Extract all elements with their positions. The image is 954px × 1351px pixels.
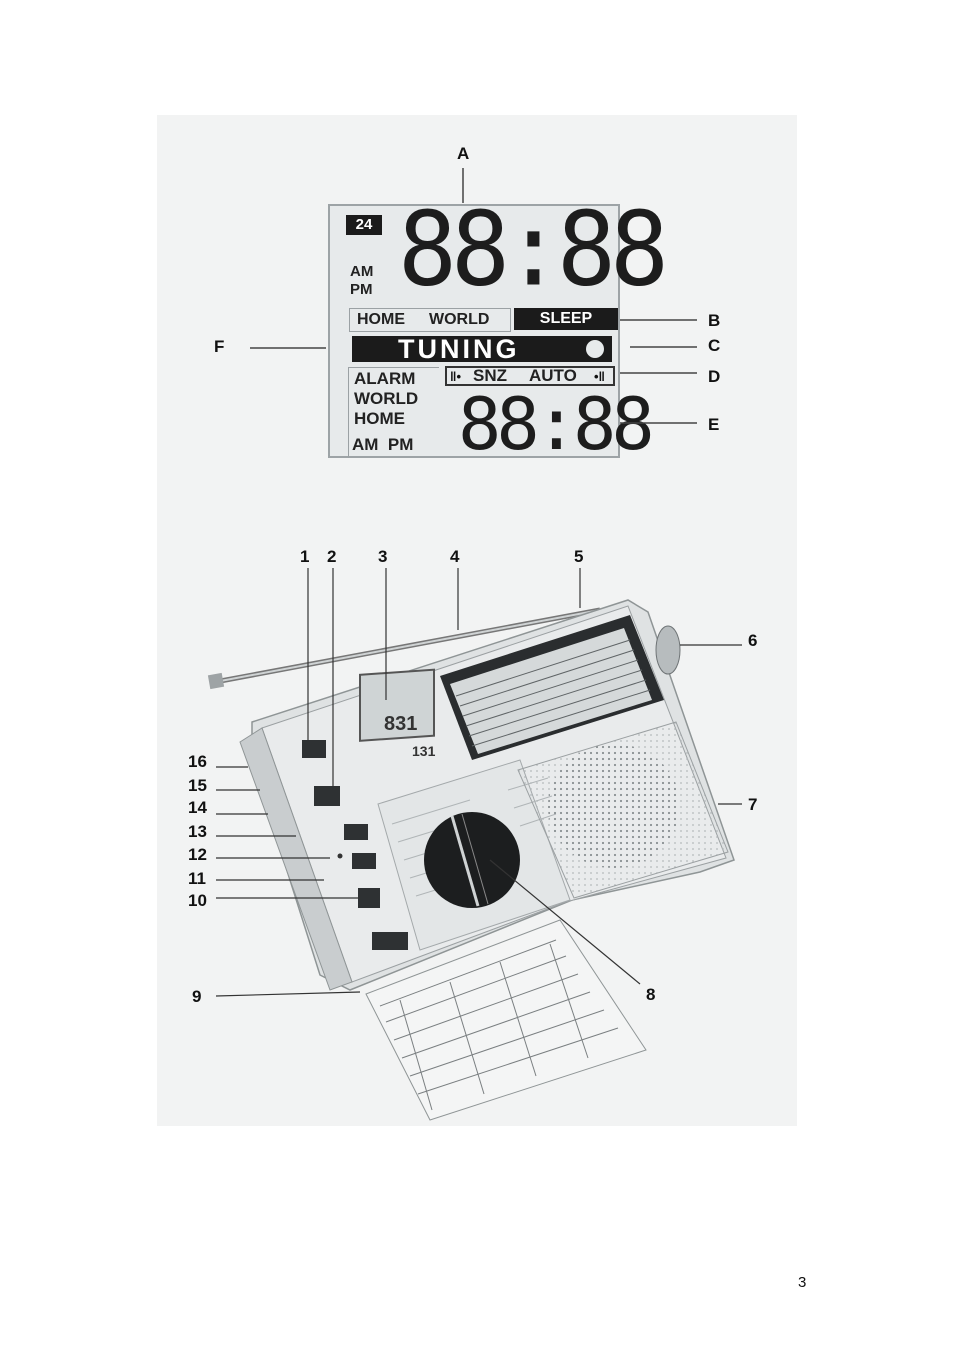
- snz-indicator: SNZ: [473, 366, 507, 385]
- home-indicator: HOME: [357, 311, 405, 328]
- page-number: 3: [798, 1274, 807, 1291]
- mini-lcd-bottom: 131: [412, 743, 436, 759]
- callout-4: 4: [450, 547, 460, 566]
- world-indicator: WORLD: [429, 311, 490, 328]
- alarm-list-box: [348, 367, 439, 458]
- button-1: [302, 740, 326, 758]
- callout-C: C: [708, 336, 721, 355]
- tuning-dial: [424, 812, 520, 908]
- callout-B: B: [708, 311, 721, 330]
- frequency-card: [365, 919, 647, 1121]
- radio-left-side: [239, 727, 353, 991]
- callout-A: A: [457, 144, 470, 163]
- callout-5: 5: [574, 547, 584, 566]
- home-world-box: [349, 308, 511, 332]
- alarm-indicator: ALARM: [354, 369, 416, 388]
- pm-indicator: PM: [350, 281, 373, 298]
- callout-1: 1: [300, 547, 310, 566]
- tuning-bar: [352, 336, 612, 362]
- main-time-digits: 88:88: [398, 190, 669, 310]
- tuning-indicator: TUNING: [398, 334, 520, 364]
- callout-16: 16: [188, 752, 207, 771]
- auto-indicator: AUTO: [529, 366, 577, 385]
- callout-E: E: [708, 415, 720, 434]
- snz-auto-box: [445, 366, 615, 386]
- button-bottom: [372, 932, 408, 950]
- home-list-indicator: HOME: [354, 409, 405, 428]
- callout-11: 11: [188, 869, 206, 888]
- callout-D: D: [708, 367, 721, 386]
- callout-F: F: [214, 337, 225, 356]
- callout-12: 12: [188, 845, 207, 864]
- antenna: [207, 607, 601, 690]
- mini-lcd-top: 831: [384, 713, 417, 735]
- callout-9: 9: [192, 987, 202, 1006]
- button-13: [344, 824, 368, 840]
- callout-14: 14: [188, 798, 207, 817]
- world-list-indicator: WORLD: [354, 389, 419, 408]
- sleep-indicator: SLEEP: [514, 308, 618, 330]
- am-indicator: AM: [350, 263, 374, 280]
- button-2: [314, 786, 340, 806]
- radio-mini-lcd: [359, 668, 435, 742]
- button-10: [358, 888, 380, 908]
- 24-hour-badge: 24: [346, 215, 382, 235]
- callout-13: 13: [188, 822, 207, 841]
- callout-15: 15: [188, 776, 207, 795]
- button-12: [352, 853, 376, 869]
- sub-time-digits: 88:88: [458, 382, 655, 466]
- callout-10: 10: [188, 891, 207, 910]
- side-knob: [655, 625, 681, 675]
- volume-high-icon: •‖: [594, 369, 606, 384]
- am-pm-bottom-indicator: AM PM: [352, 435, 414, 454]
- callout-2: 2: [327, 547, 337, 566]
- callout-6: 6: [748, 631, 758, 650]
- callout-8: 8: [646, 985, 656, 1004]
- callout-3: 3: [378, 547, 388, 566]
- lcd-display-diagram: 24 AM PM 88:88 HOME WORLD SLEEP TUNING A…: [328, 198, 669, 462]
- volume-low-icon: ‖•: [450, 369, 462, 384]
- stereo-dot-icon: [586, 340, 604, 358]
- callout-7: 7: [748, 795, 758, 814]
